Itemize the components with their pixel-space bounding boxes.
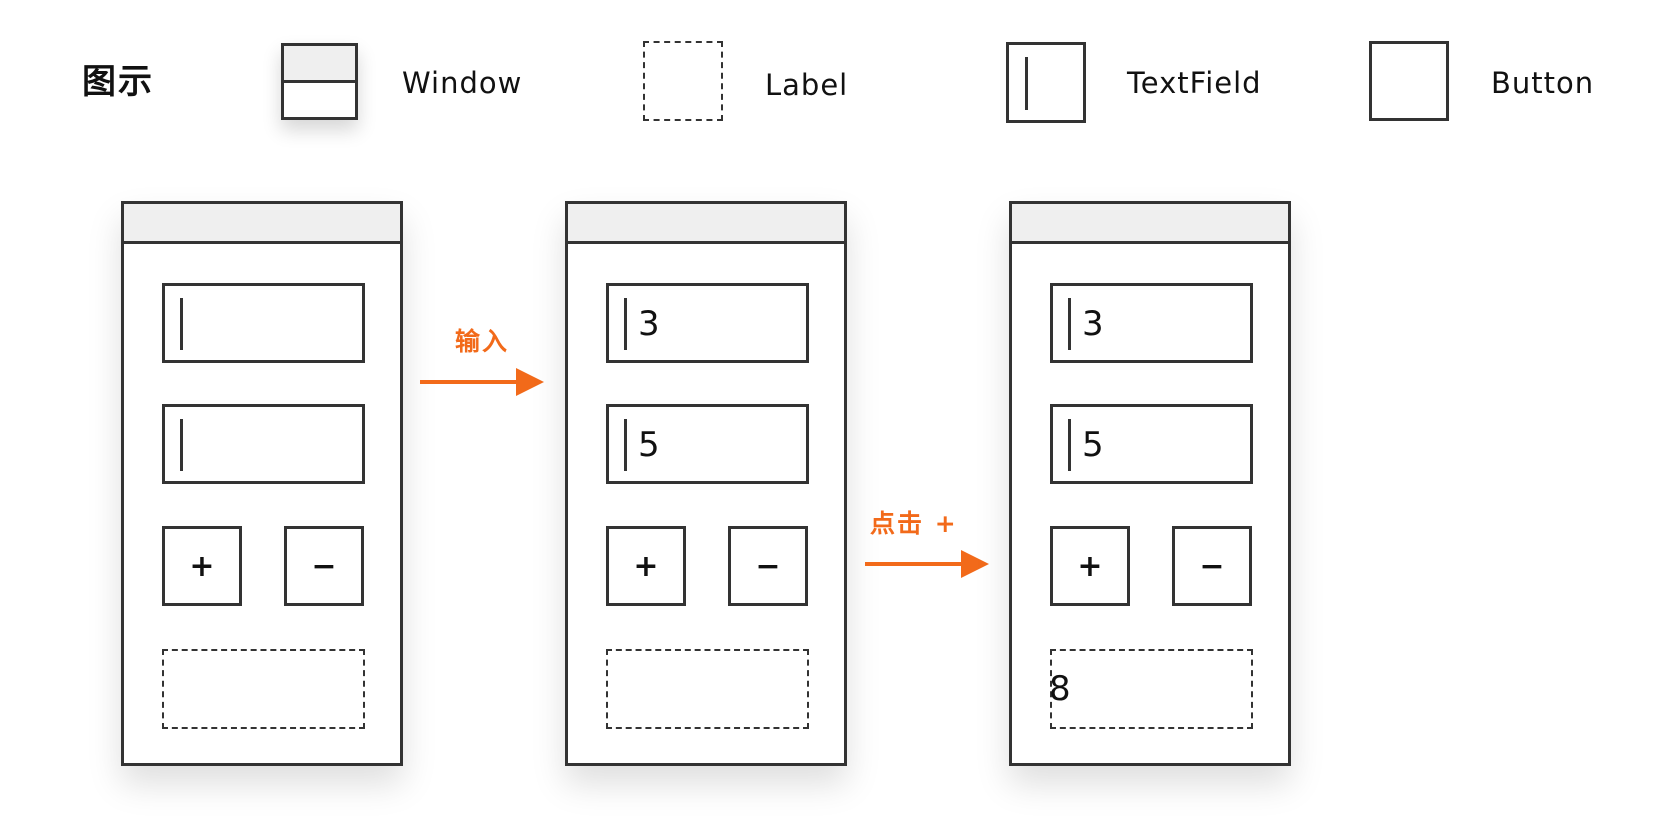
right-arrow-icon [420,368,544,396]
button-icon [1369,41,1449,121]
arrow-label-input: 输入 [455,327,510,356]
text-field-1[interactable]: 3 [1050,283,1253,363]
text-field-1[interactable] [162,283,365,363]
minus-button[interactable]: − [1172,526,1252,606]
window-titlebar [124,204,400,244]
plus-button[interactable]: + [1050,526,1130,606]
legend-label-window: Window [402,66,523,100]
arrow-label-click-plus: 点击 + [870,509,958,538]
text-field-value: 3 [638,304,660,344]
plus-button[interactable]: + [162,526,242,606]
text-field-2[interactable]: 5 [606,404,809,484]
legend-label-label: Label [765,68,849,102]
text-field-value: 5 [638,425,660,465]
window-titlebar [568,204,844,244]
plus-button[interactable]: + [606,526,686,606]
text-cursor [1068,298,1071,350]
legend-label-button: Button [1491,66,1595,100]
text-cursor [180,419,183,471]
textfield-icon [1006,42,1086,123]
text-cursor [1068,419,1071,471]
result-label [162,649,365,729]
text-field-1[interactable]: 3 [606,283,809,363]
result-label: 8 [1049,649,1253,729]
window-step-3: 3 5 + − 8 [1009,201,1291,766]
label-icon [643,41,723,121]
legend-label-textfield: TextField [1127,66,1262,100]
minus-button[interactable]: − [284,526,364,606]
text-cursor [624,298,627,350]
window-step-1: + − [121,201,403,766]
window-icon [281,43,358,120]
right-arrow-icon [865,550,989,578]
text-field-value: 3 [1082,304,1104,344]
text-field-value: 5 [1082,425,1104,465]
result-value: 8 [1049,669,1071,709]
text-cursor [624,419,627,471]
legend-title: 图示 [82,62,154,102]
text-field-2[interactable]: 5 [1050,404,1253,484]
window-titlebar [1012,204,1288,244]
text-field-2[interactable] [162,404,365,484]
minus-button[interactable]: − [728,526,808,606]
result-label [606,649,809,729]
text-cursor [180,298,183,350]
window-step-2: 3 5 + − [565,201,847,766]
